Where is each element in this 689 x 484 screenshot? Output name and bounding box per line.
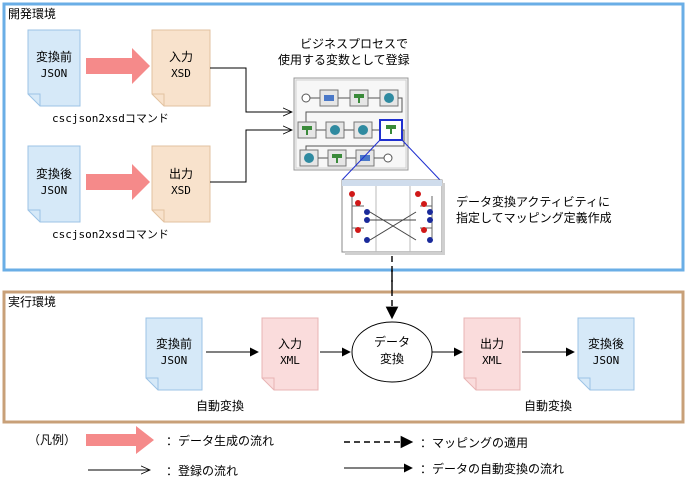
document-icon [151, 29, 211, 107]
command-label-1: cscjson2xsdコマンド [52, 112, 169, 125]
input-xsd-doc: 入力 XSD [151, 29, 211, 107]
svg-text:変換前: 変換前 [156, 336, 192, 351]
svg-text:変換後: 変換後 [588, 336, 624, 351]
before-json-doc: 変換前 JSON [27, 29, 81, 107]
output-xml-doc: 出力 XML [463, 317, 521, 391]
svg-text:出力: 出力 [480, 337, 504, 351]
register-caption-line2: 使用する変数として登録 [278, 52, 410, 67]
auto-convert-label-1: 自動変換 [196, 398, 244, 413]
document-icon [151, 145, 211, 223]
document-icon [27, 29, 81, 107]
legend-registration: ：登録の流れ [166, 463, 238, 478]
svg-text:XML: XML [280, 354, 300, 367]
svg-text:XML: XML [482, 354, 502, 367]
svg-text:変換: 変換 [380, 351, 404, 366]
data-gen-arrow [86, 164, 150, 200]
input-xml-doc: 入力 XML [261, 317, 319, 391]
svg-text:入力: 入力 [169, 50, 193, 64]
svg-text:データ: データ [374, 334, 410, 349]
svg-text:出力: 出力 [169, 167, 193, 181]
svg-text:XSD: XSD [171, 184, 191, 197]
register-arrow-2 [210, 130, 292, 183]
mapping-definition-icon [341, 179, 445, 255]
svg-text:JSON: JSON [593, 354, 620, 367]
business-process-icon [293, 77, 409, 171]
command-label-2: cscjson2xsdコマンド [52, 228, 169, 241]
mapping-caption-line1: データ変換アクティビティに [456, 194, 610, 209]
svg-text:JSON: JSON [41, 184, 68, 197]
zoom-line-right [401, 139, 441, 181]
register-caption-line1: ビジネスプロセスで [300, 37, 408, 51]
auto-convert-label-2: 自動変換 [524, 398, 572, 413]
svg-text:入力: 入力 [278, 337, 302, 351]
data-transform-node: データ 変換 [351, 321, 433, 383]
dev-env-title: 開発環境 [8, 6, 56, 21]
zoom-line-left [341, 139, 381, 181]
legend-mapping-apply: ：マッピングの適用 [420, 435, 528, 450]
svg-text:XSD: XSD [171, 67, 191, 80]
legend-data-gen: ：データ生成の流れ [166, 433, 274, 448]
legend-title: （凡例） [28, 433, 76, 447]
register-arrow-1 [210, 67, 292, 112]
mapping-caption-line2: 指定してマッピング定義作成 [456, 210, 612, 225]
run-env-title: 実行環境 [8, 294, 56, 309]
svg-text:変換前: 変換前 [36, 49, 72, 64]
legend-auto-flow: ：データの自動変換の流れ [420, 461, 564, 476]
svg-text:変換後: 変換後 [36, 166, 72, 181]
document-icon [463, 317, 521, 391]
run-env-frame [2, 290, 685, 424]
run-after-json-doc: 変換後 JSON [577, 317, 635, 391]
document-icon [145, 317, 203, 391]
svg-text:JSON: JSON [41, 67, 68, 80]
document-icon [261, 317, 319, 391]
data-gen-arrow [86, 48, 150, 84]
legend-pink-arrow [86, 426, 154, 454]
output-xsd-doc: 出力 XSD [151, 145, 211, 223]
svg-text:JSON: JSON [161, 354, 188, 367]
document-icon [577, 317, 635, 391]
document-icon [27, 145, 81, 223]
run-before-json-doc: 変換前 JSON [145, 317, 203, 391]
legend: （凡例） ：データ生成の流れ ：登録の流れ ：マッピングの適用 ：データの自動変… [28, 426, 564, 478]
after-json-doc: 変換後 JSON [27, 145, 81, 223]
